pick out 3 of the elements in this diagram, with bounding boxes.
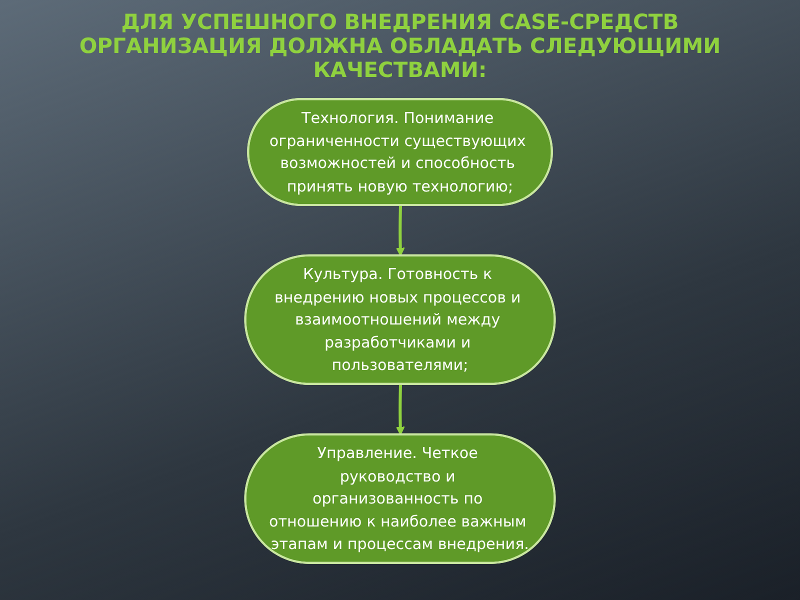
- arrow: [396, 384, 405, 436]
- arrow: [396, 206, 405, 257]
- slide-title: ДЛЯ УСПЕШНОГО ВНЕДРЕНИЯ CASE-СРЕДСТВ ОРГАНИЗАЦИЯ ДОЛЖНА ОБЛАДАТЬ СЛЕДУЮЩИМИ КАЧЕСТВАМИ:: [78, 9, 722, 84]
